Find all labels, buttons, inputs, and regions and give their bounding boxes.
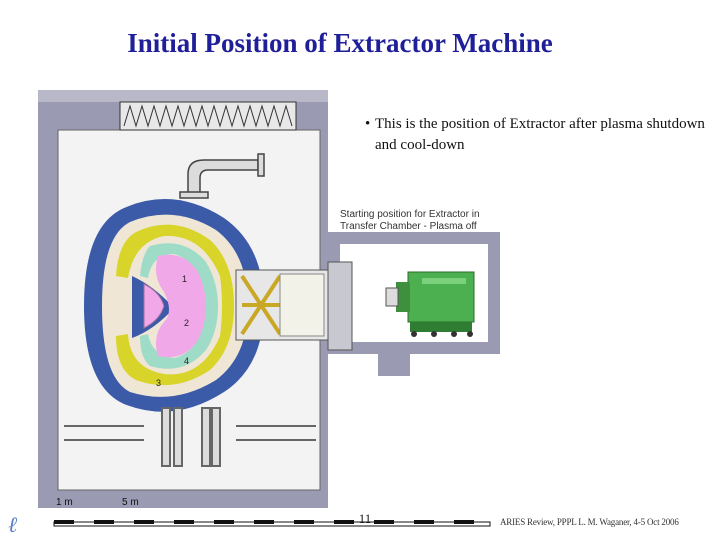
slide-title: Initial Position of Extractor Machine — [127, 28, 553, 58]
bullet-item: • This is the position of Extractor afte… — [365, 114, 705, 156]
pipe — [179, 153, 265, 199]
coil-label: 4 — [184, 356, 189, 366]
coils — [116, 224, 234, 386]
bullet-glyph: • — [365, 116, 371, 132]
callout-line-2: Transfer Chamber - Plasma off — [340, 221, 477, 232]
page-number: 11 — [358, 511, 372, 526]
coil-label: 1 — [182, 274, 187, 284]
bullet-text: This is the position of Extractor after … — [375, 116, 705, 153]
aries-logo-icon: ℓ — [8, 512, 18, 537]
extractor-machine — [385, 271, 475, 337]
coil-label: 3 — [156, 378, 161, 388]
diagram-callout: Starting position for Extractor in Trans… — [340, 209, 510, 233]
lower-supports — [64, 407, 316, 467]
extractor-plan-diagram: 1 2 3 4 — [38, 90, 500, 527]
scale-label-5m: 5 m — [122, 497, 139, 508]
scale-bar — [53, 520, 491, 527]
coil-label: 2 — [184, 318, 189, 328]
slide-footer: ARIES Review, PPPL L. M. Waganer, 4-5 Oc… — [500, 517, 679, 527]
callout-line-1: Starting position for Extractor in — [340, 209, 480, 220]
shield-hatching — [119, 101, 297, 131]
scale-label-1m: 1 m — [56, 497, 73, 508]
port-plug — [235, 269, 329, 341]
